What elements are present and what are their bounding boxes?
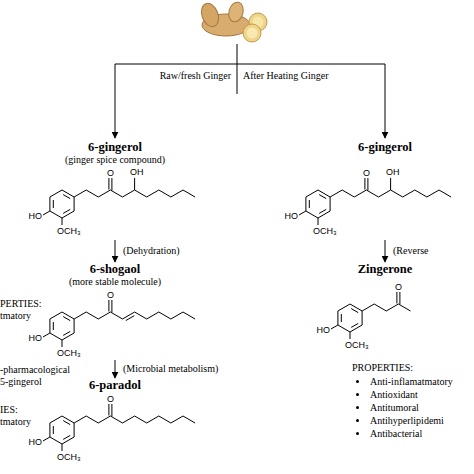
- atom-label: OCH₃: [57, 452, 81, 462]
- property-text: -pharmacological: [0, 364, 70, 375]
- carbon-chain: [74, 190, 195, 197]
- benzene-ring: [43, 416, 74, 451]
- atom-label: O: [107, 168, 114, 178]
- compound-node: 6-gingerol(ginger spice compound): [35, 140, 195, 240]
- ginger-slice: [243, 24, 261, 42]
- branch-lines: [115, 44, 385, 138]
- reaction-label: (Reverse: [393, 245, 429, 256]
- compound-name: 6-gingerol: [305, 140, 465, 154]
- zingerone-structure: [331, 292, 411, 339]
- compound-name: 6-gingerol: [35, 140, 195, 154]
- gingerol-structure: [299, 178, 451, 225]
- benzene-ring: [43, 190, 74, 225]
- property-text: PERTIES:: [0, 298, 42, 309]
- atom-label: OCH₃: [313, 226, 337, 236]
- benzene-ring: [331, 304, 362, 339]
- property-item: Antioxidant: [356, 389, 418, 400]
- hydroxyl-bond: [134, 178, 135, 190]
- compound-node: Zingerone: [305, 262, 465, 352]
- atom-label: OH: [130, 167, 144, 177]
- compound-node: 6-shogaol(more stable molecule): [35, 262, 195, 360]
- hydroxyl-bond: [390, 178, 391, 190]
- branch-arrow: [115, 64, 116, 138]
- carbon-chain: [74, 416, 195, 423]
- property-item: Antibacterial: [356, 428, 422, 439]
- ketone-bond: [109, 300, 112, 313]
- ginger-slice-core: [247, 28, 258, 39]
- shogaol-structure: [43, 300, 195, 347]
- atom-label: HO: [317, 325, 331, 335]
- compound-name: 6-shogaol: [35, 262, 195, 276]
- branch-label: After Heating Ginger: [243, 70, 329, 81]
- atom-label: O: [107, 290, 114, 300]
- atom-label: OCH₃: [57, 348, 81, 358]
- property-text: 5-gingerol: [0, 376, 42, 387]
- compound-node: 6-gingerol: [305, 140, 465, 240]
- reaction-arrow: [115, 240, 116, 262]
- atom-label: O: [395, 282, 402, 292]
- property-text: IES:: [0, 404, 18, 415]
- divider-line: [237, 64, 238, 94]
- reaction-label: (Microbial metabolism): [123, 363, 218, 374]
- benzene-ring: [43, 312, 74, 347]
- carbon-chain: [362, 304, 410, 311]
- branch-arrow: [385, 64, 386, 138]
- ketone-bond: [397, 292, 400, 305]
- property-text: tmatory: [0, 310, 31, 321]
- compound-name: 6-paradol: [35, 378, 195, 392]
- atom-label: HO: [285, 211, 299, 221]
- carbon-chain: [330, 190, 451, 197]
- property-text: PROPERTIES:: [352, 362, 413, 373]
- stem-line: [237, 44, 238, 64]
- property-item: Antitumoral: [356, 402, 419, 413]
- gingerol-structure: [43, 178, 195, 225]
- carbon-chain: [74, 312, 195, 319]
- atom-label: O: [363, 168, 370, 178]
- ketone-bond: [365, 178, 368, 191]
- property-item: Antihyperlipidemi: [356, 415, 444, 426]
- reaction-label: (Dehydration): [123, 245, 180, 256]
- branch-line: [115, 64, 385, 65]
- property-item: Anti-inflamatmatory: [356, 376, 453, 387]
- property-text: tmatory: [0, 416, 31, 427]
- ginger-knob: [227, 1, 246, 24]
- ginger-illustration: [198, 1, 267, 42]
- atom-label: OCH₃: [57, 226, 81, 236]
- benzene-ring: [299, 190, 330, 225]
- paradol-structure: [43, 404, 195, 451]
- atom-label: OCH₃: [345, 340, 369, 350]
- branch-label: Raw/fresh Ginger: [160, 70, 231, 81]
- atom-label: HO: [29, 333, 43, 343]
- atom-label: OH: [386, 167, 400, 177]
- alkene-bond: [126, 316, 135, 321]
- compound-note: (ginger spice compound): [35, 154, 195, 166]
- ketone-bond: [109, 404, 112, 417]
- reaction-arrow: [115, 360, 116, 378]
- atom-label: HO: [29, 437, 43, 447]
- reaction-arrow: [385, 240, 386, 262]
- ketone-bond: [109, 178, 112, 191]
- ginger-knob: [198, 1, 221, 29]
- atom-label: O: [107, 394, 114, 404]
- compound-note: (more stable molecule): [35, 276, 195, 288]
- compound-name: Zingerone: [305, 262, 465, 276]
- atom-label: HO: [29, 211, 43, 221]
